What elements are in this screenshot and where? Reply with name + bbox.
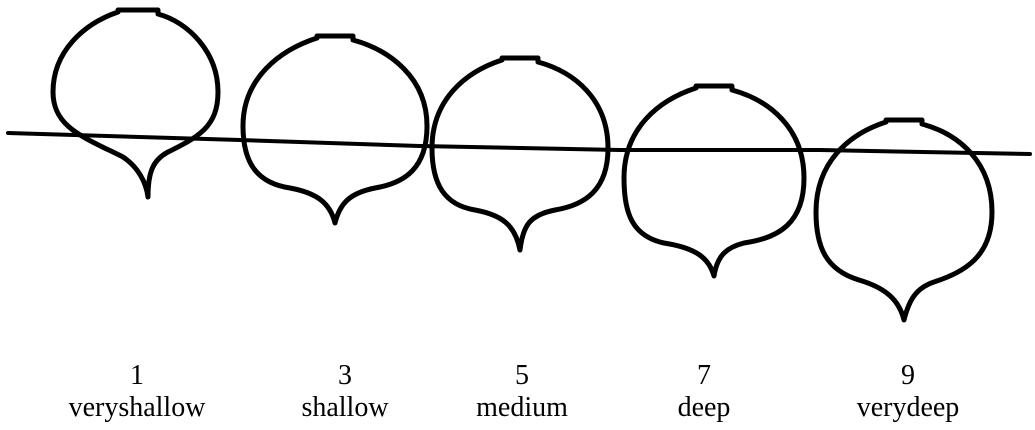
bulb-9-caption: 9 verydeep [808,360,1008,424]
soil-surface-line [6,131,1032,156]
bulb-3-label: shallow [301,392,389,423]
bulb-7-caption: 7 deep [604,360,804,424]
bulb-7-shape [621,83,807,279]
bulb-3-score: 3 [338,360,352,391]
bulb-5-caption: 5 medium [422,360,622,424]
bulb-5-label: medium [476,392,568,423]
bulb-1-label: veryshallow [68,392,206,423]
bulb-9-shape [813,117,995,323]
bulb-9-score: 9 [901,360,915,391]
bulb-3-caption: 3 shallow [245,360,445,424]
bulb-5-shape [429,55,611,253]
bulb-5-score: 5 [515,360,529,391]
bulb-1-score: 1 [130,360,144,391]
bulb-9-label: verydeep [856,392,960,423]
bulb-7-score: 7 [697,360,711,391]
bulb-3-shape [240,33,430,226]
bulb-7-label: deep [677,392,731,423]
bulb-1-caption: 1 veryshallow [37,360,237,424]
bulb-1-shape [50,7,221,200]
